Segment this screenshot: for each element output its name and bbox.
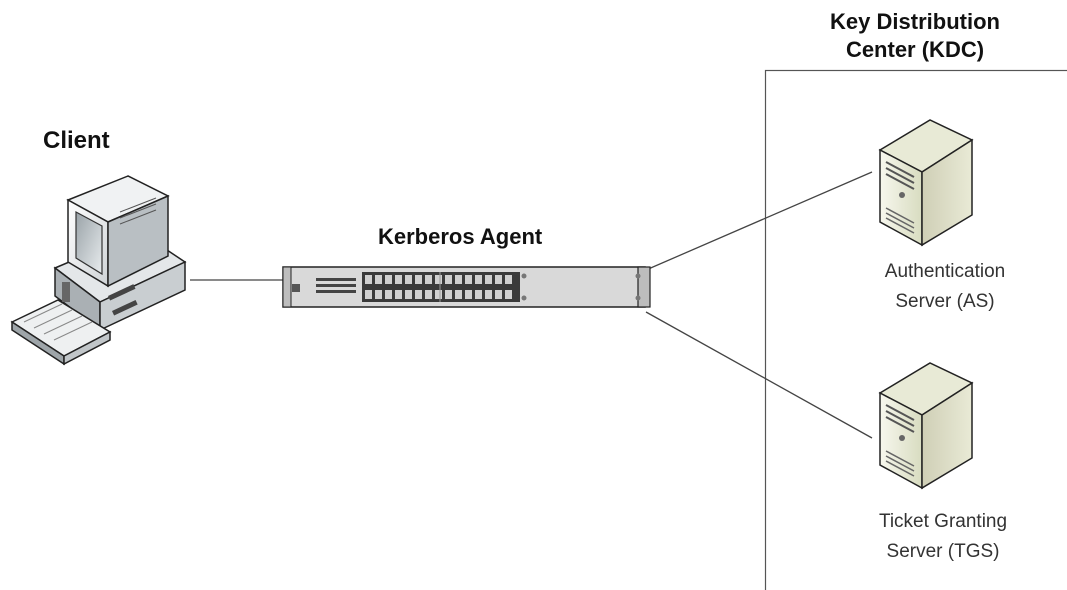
ticket-granting-server-label: Ticket Granting Server (TGS) — [843, 507, 1043, 567]
desktop-computer-icon — [10, 175, 187, 366]
tgs-label-line1: Ticket Granting — [878, 511, 1008, 532]
authentication-server-icon — [878, 119, 974, 247]
agent-to-as-link — [645, 171, 873, 271]
authentication-server-label: Authentication Server (AS) — [850, 257, 1040, 317]
client-label: Client — [43, 127, 110, 154]
ticket-granting-server-icon — [878, 362, 974, 490]
kdc-title-line2: Center (KDC) — [845, 37, 985, 62]
network-switch-icon — [282, 266, 651, 308]
as-label-line2: Server (AS) — [895, 291, 995, 312]
kdc-boundary-box — [764, 69, 1067, 590]
kerberos-agent-label: Kerberos Agent — [378, 224, 543, 249]
kdc-title-line1: Key Distribution — [830, 9, 1000, 34]
tgs-label-line2: Server (TGS) — [886, 541, 1000, 562]
kdc-title: Key Distribution Center (KDC) — [800, 8, 1030, 64]
agent-to-tgs-link — [645, 311, 873, 439]
as-label-line1: Authentication — [884, 261, 1006, 282]
